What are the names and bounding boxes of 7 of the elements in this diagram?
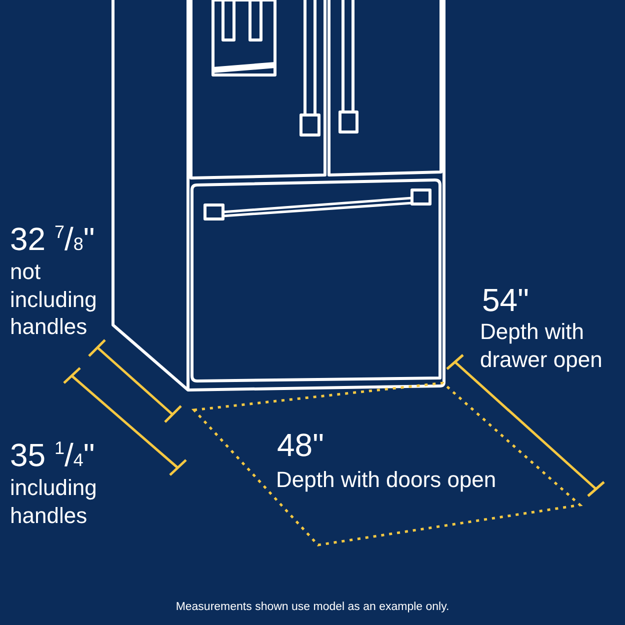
dimension-note: Depth with doors open <box>276 466 496 494</box>
dimension-note: including handles <box>10 474 98 529</box>
dimension-value: 48" <box>277 428 324 464</box>
dimension-note: Depth with drawer open <box>480 318 604 373</box>
footnote: Measurements shown use model as an example only. <box>174 601 450 613</box>
dimension-value: 54" <box>482 283 529 318</box>
dimension-note: not including handles <box>10 258 98 340</box>
